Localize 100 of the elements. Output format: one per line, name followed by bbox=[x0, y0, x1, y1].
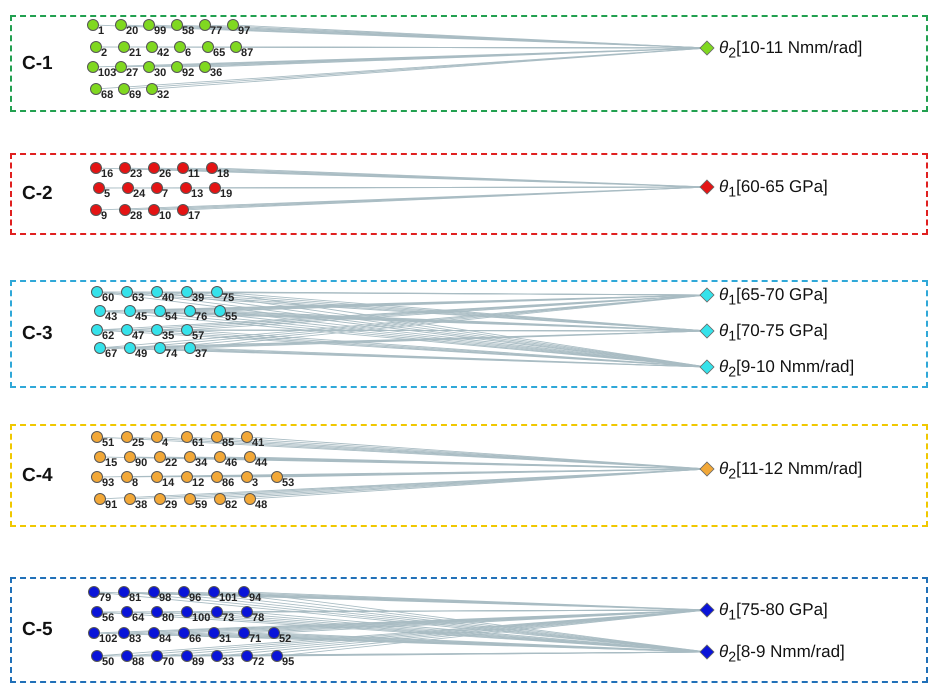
node-number: 20 bbox=[126, 25, 138, 37]
node-number: 64 bbox=[132, 612, 144, 624]
node-number: 79 bbox=[99, 592, 112, 604]
node-number: 41 bbox=[252, 437, 264, 449]
node-number: 66 bbox=[189, 633, 202, 645]
node-number: 59 bbox=[195, 499, 208, 511]
node-number: 58 bbox=[182, 25, 194, 37]
node-number: 46 bbox=[225, 457, 238, 469]
node-label: θ$_{2}$[8-9 Nmm/rad] bbox=[719, 642, 845, 668]
cluster-label: C-3 bbox=[22, 323, 53, 345]
node-number: 97 bbox=[238, 25, 250, 37]
node-number: 61 bbox=[192, 437, 204, 449]
node-number: 75 bbox=[222, 292, 234, 304]
node-number: 81 bbox=[129, 592, 142, 604]
node-number: 89 bbox=[192, 656, 204, 668]
node-number: 91 bbox=[105, 499, 118, 511]
node-number: 99 bbox=[154, 25, 166, 37]
node-number: 25 bbox=[132, 437, 144, 449]
node-number: 16 bbox=[101, 168, 114, 180]
cluster-label: C-2 bbox=[22, 183, 53, 205]
node-number: 77 bbox=[210, 25, 222, 37]
node-number: 12 bbox=[192, 477, 204, 489]
node-number: 85 bbox=[222, 437, 234, 449]
node-number: 87 bbox=[241, 47, 254, 59]
node-number: 84 bbox=[159, 633, 172, 645]
node-number: 3 bbox=[252, 477, 258, 489]
node-number: 70 bbox=[162, 656, 174, 668]
node-number: 72 bbox=[252, 656, 264, 668]
node-number: 28 bbox=[130, 210, 142, 222]
node-number: 74 bbox=[165, 348, 178, 360]
node-number: 27 bbox=[126, 67, 138, 79]
node-number: 9 bbox=[101, 210, 108, 222]
node-number: 96 bbox=[189, 592, 202, 604]
node-number: 40 bbox=[162, 292, 174, 304]
node-number: 49 bbox=[135, 348, 148, 360]
node-number: 69 bbox=[129, 89, 142, 101]
node-number: 48 bbox=[255, 499, 268, 511]
node-number: 38 bbox=[135, 499, 148, 511]
node-label: θ$_{1}$[60-65 GPa] bbox=[719, 177, 828, 202]
node-label: θ$_{2}$[9-10 Nmm/rad] bbox=[719, 357, 854, 382]
node-number: 30 bbox=[154, 67, 166, 79]
node-number: 5 bbox=[104, 188, 110, 200]
node-number: 71 bbox=[249, 633, 262, 645]
node-number: 90 bbox=[135, 457, 148, 469]
node-number: 42 bbox=[157, 47, 170, 59]
cluster-label: C-4 bbox=[22, 464, 53, 486]
node-number: 52 bbox=[279, 633, 292, 645]
node-number: 76 bbox=[195, 311, 208, 323]
node-number: 92 bbox=[182, 67, 194, 79]
node-number: 10 bbox=[159, 210, 172, 222]
cluster-box bbox=[10, 15, 928, 112]
cluster-box bbox=[10, 153, 928, 235]
cluster-box bbox=[10, 280, 928, 388]
node-number: 54 bbox=[165, 311, 178, 323]
node-number: 6 bbox=[185, 47, 192, 59]
node-label: θ$_{1}$[65-70 GPa] bbox=[719, 285, 828, 310]
node-number: 7 bbox=[162, 188, 168, 200]
node-number: 15 bbox=[105, 457, 118, 469]
cluster-label: C-5 bbox=[22, 619, 53, 641]
node-number: 86 bbox=[222, 477, 234, 489]
node-number: 57 bbox=[192, 330, 204, 342]
node-label: θ$_{1}$[70-75 GPa] bbox=[719, 321, 828, 346]
node-number: 83 bbox=[129, 633, 142, 645]
node-label: θ$_{1}$[75-80 GPa] bbox=[719, 600, 828, 626]
node-number: 56 bbox=[102, 612, 114, 624]
node-number: 18 bbox=[217, 168, 230, 180]
node-number: 73 bbox=[222, 612, 234, 624]
node-number: 80 bbox=[162, 612, 174, 624]
node-number: 8 bbox=[132, 477, 138, 489]
node-number: 67 bbox=[105, 348, 118, 360]
node-number: 26 bbox=[159, 168, 172, 180]
node-number: 47 bbox=[132, 330, 144, 342]
node-number: 53 bbox=[282, 477, 294, 489]
node-number: 100 bbox=[192, 612, 210, 624]
node-number: 13 bbox=[191, 188, 204, 200]
node-number: 78 bbox=[252, 612, 264, 624]
node-number: 82 bbox=[225, 499, 238, 511]
node-number: 103 bbox=[98, 67, 116, 79]
node-number: 29 bbox=[165, 499, 178, 511]
node-number: 19 bbox=[220, 188, 232, 200]
node-number: 23 bbox=[130, 168, 142, 180]
node-number: 33 bbox=[222, 656, 234, 668]
node-number: 43 bbox=[105, 311, 118, 323]
node-number: 51 bbox=[102, 437, 114, 449]
node-label: θ$_{2}$[11-12 Nmm/rad] bbox=[719, 459, 862, 484]
node-number: 22 bbox=[165, 457, 178, 469]
node-number: 63 bbox=[132, 292, 144, 304]
node-number: 94 bbox=[249, 592, 262, 604]
cluster-box bbox=[10, 577, 928, 683]
node-number: 2 bbox=[101, 47, 108, 59]
node-number: 32 bbox=[157, 89, 170, 101]
node-number: 50 bbox=[102, 656, 114, 668]
node-number: 11 bbox=[188, 168, 200, 180]
node-number: 24 bbox=[133, 188, 146, 200]
node-number: 21 bbox=[129, 47, 142, 59]
node-number: 101 bbox=[219, 592, 238, 604]
node-number: 68 bbox=[101, 89, 114, 101]
node-number: 93 bbox=[102, 477, 114, 489]
node-number: 62 bbox=[102, 330, 114, 342]
node-number: 98 bbox=[159, 592, 172, 604]
